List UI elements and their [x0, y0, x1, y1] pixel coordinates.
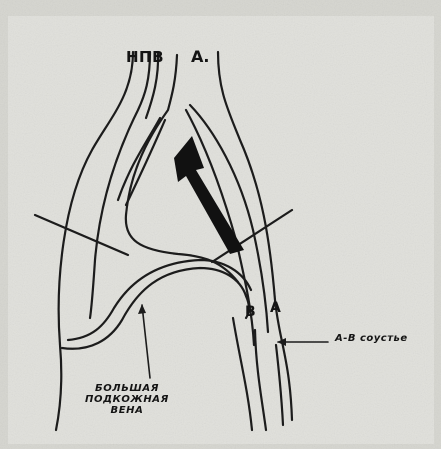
great-saphenous-vein-label: БОЛЬШАЯ ПОДКОЖНАЯ ВЕНА [82, 383, 172, 416]
ivc-label: НПВ [126, 50, 164, 65]
b-marker-label: В [245, 305, 256, 319]
aorta-label: А. [191, 49, 209, 65]
vein-label-line-3: ВЕНА [82, 405, 172, 416]
vein-label-line-2: ПОДКОЖНАЯ [82, 394, 172, 405]
a-marker-label: А [270, 301, 281, 315]
av-anastomosis-label: А-В соустье [335, 334, 408, 344]
vein-label-line-1: БОЛЬШАЯ [82, 383, 172, 394]
